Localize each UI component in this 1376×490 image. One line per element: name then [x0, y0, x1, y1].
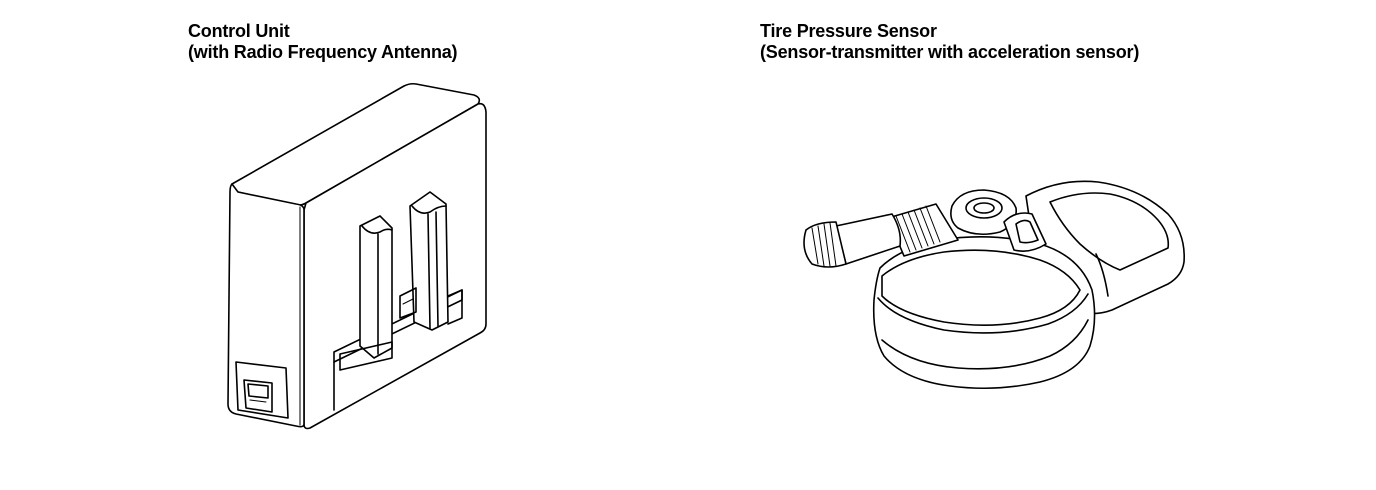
control-unit-box: [228, 84, 486, 429]
tire-pressure-sensor-caption: Tire Pressure Sensor (Sensor-transmitter…: [760, 21, 1139, 63]
tire-pressure-sensor-subtitle: (Sensor-transmitter with acceleration se…: [760, 42, 1140, 62]
tire-pressure-sensor: [804, 181, 1184, 388]
control-unit-subtitle: (with Radio Frequency Antenna): [188, 42, 458, 62]
tire-pressure-sensor-title: Tire Pressure Sensor: [760, 21, 937, 41]
control-unit-caption: Control Unit (with Radio Frequency Anten…: [188, 21, 458, 63]
control-unit-title: Control Unit: [188, 21, 290, 41]
